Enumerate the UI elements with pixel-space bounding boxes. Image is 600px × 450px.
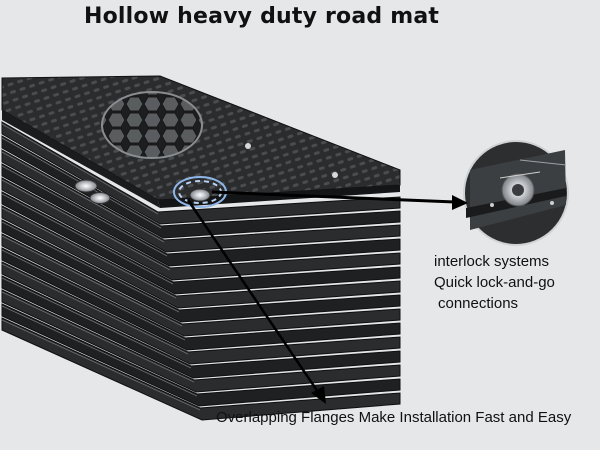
mat-layer-edge-highlight: [1, 235, 183, 327]
washer-connectors: [74, 143, 338, 204]
mat-layer: [1, 247, 401, 351]
interlock-zoom-inset: [463, 140, 569, 246]
mat-layer: [1, 261, 401, 365]
mat-layer: [1, 275, 401, 379]
mat-layer: [1, 219, 401, 323]
mat-layer-edge-highlight: [1, 151, 165, 243]
caption-overlapping-flanges: Overlapping Flanges Make Installation Fa…: [216, 409, 572, 426]
mat-layer-edge-highlight: [1, 263, 189, 355]
mat-layer: [1, 163, 401, 267]
mat-layer: [1, 149, 401, 253]
callout-interlock-systems: interlock systems: [434, 253, 550, 270]
mat-layer-edge-highlight: [1, 319, 201, 411]
mat-layer-edge-highlight: [1, 165, 168, 257]
mat-layer-edge-highlight: [1, 193, 174, 285]
arrow-to-caption: [186, 199, 326, 404]
top-mat-left-edge: [2, 110, 160, 208]
mat-layer: [1, 317, 401, 421]
mat-layer-edge-highlight: [1, 305, 198, 397]
arrow-to-inset: [211, 190, 468, 210]
mat-layer: [1, 177, 401, 281]
page-title: Hollow heavy duty road mat: [84, 4, 440, 29]
mat-layer-edge-highlight: [1, 123, 159, 215]
mat-layer: [1, 233, 401, 337]
mat-layer-edge-highlight: [1, 291, 195, 383]
mat-layer-edge-highlight: [1, 179, 171, 271]
callout-connections: connections: [438, 295, 519, 312]
mat-layer-edge-highlight: [1, 249, 186, 341]
mat-layer-edge-highlight: [1, 277, 192, 369]
mat-layer-edge-highlight: [1, 221, 180, 313]
mat-layer: [1, 303, 401, 407]
mat-layer: [1, 205, 401, 309]
mat-layer: [1, 289, 401, 393]
hollow-core-cutaway: [101, 91, 203, 159]
callout-quick-lock: Quick lock-and-go: [434, 274, 555, 291]
mat-layer-edge-highlight: [1, 207, 177, 299]
mat-layer: [1, 121, 401, 225]
mat-layer: [1, 191, 401, 295]
